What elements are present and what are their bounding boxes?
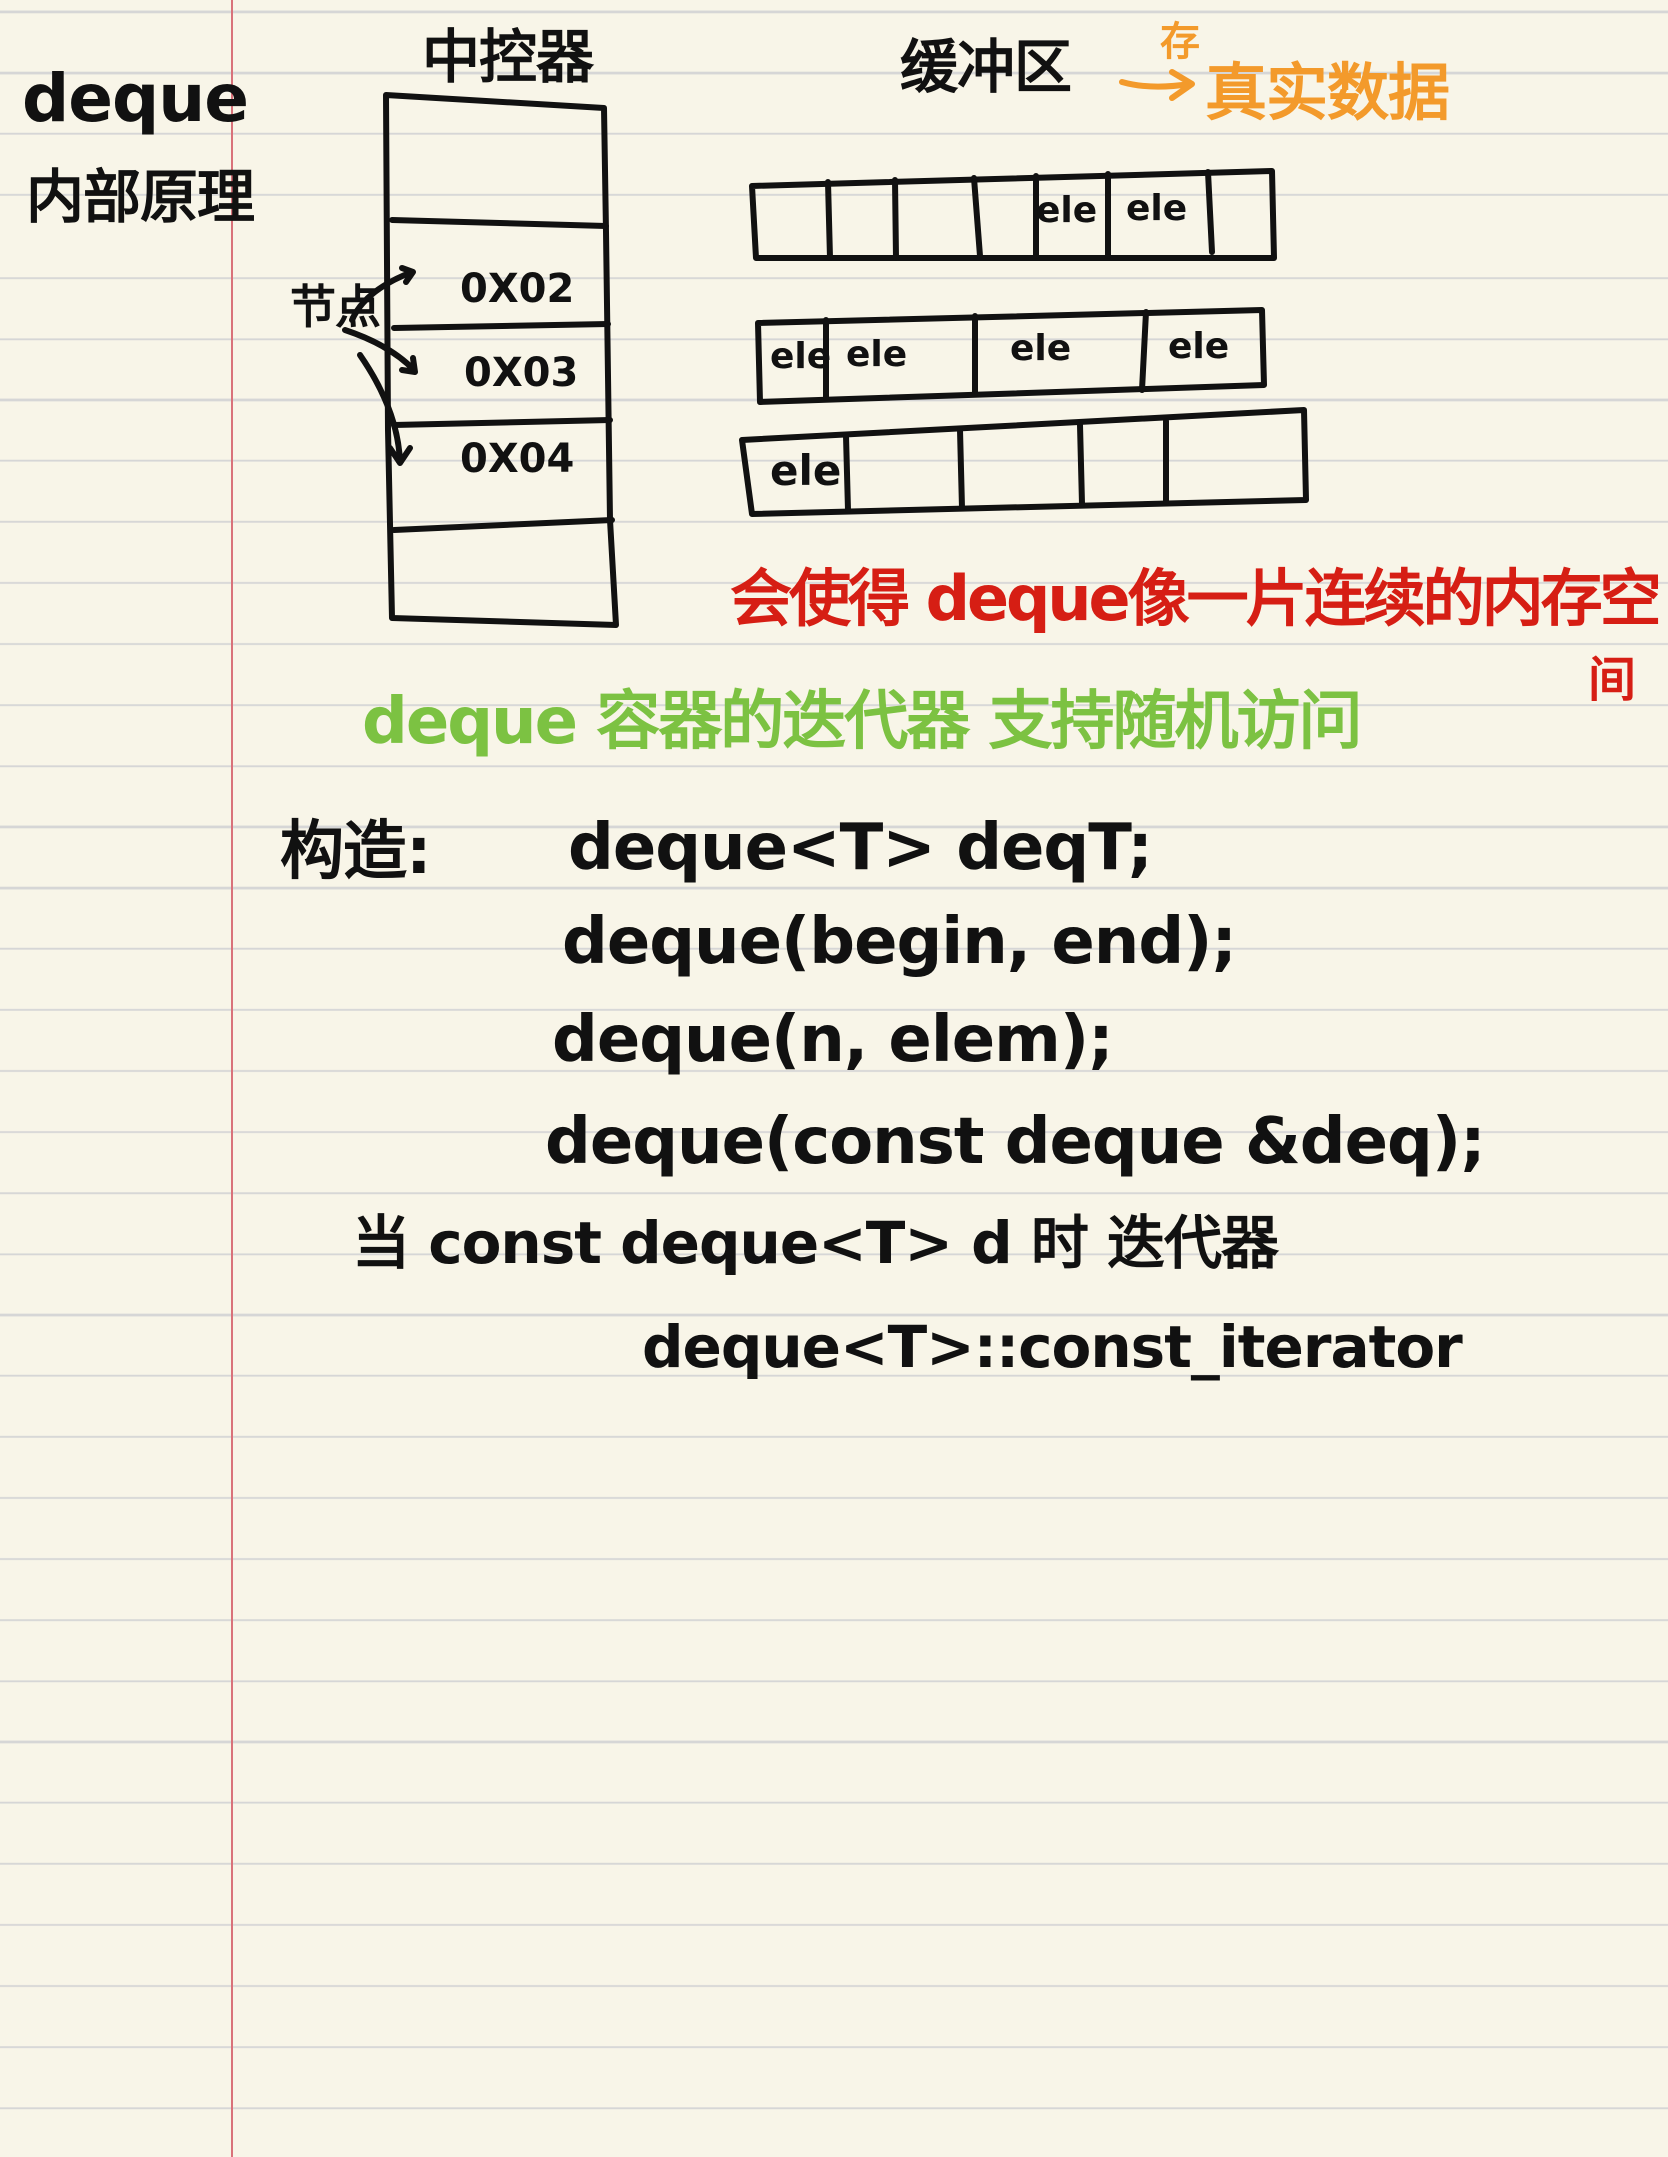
buffer-element: ele [1036, 190, 1098, 231]
constructor-line: deque<T> deqT; [568, 811, 1153, 885]
continuous-memory-note-end: 间 [1588, 652, 1636, 708]
controller-address: 0X03 [464, 350, 579, 396]
node-arrow [357, 352, 413, 466]
real-data-note: 真实数据 [1205, 56, 1450, 129]
controller-address: 0X04 [460, 436, 575, 482]
random-access-note: deque 容器的迭代器 支持随机访问 [362, 685, 1363, 759]
central-controller-label: 中控器 [422, 23, 594, 91]
deque-diagram [342, 69, 1309, 628]
buffer-element: ele [1010, 328, 1072, 369]
buffer-element: ele [1168, 326, 1230, 367]
constructor-line: deque(begin, end); [562, 905, 1237, 979]
buffer-row [749, 168, 1277, 261]
page-title: deque [22, 60, 249, 137]
buffer-element: ele [770, 336, 832, 377]
page-subtitle: 内部原理 [26, 163, 255, 231]
buffer-row [739, 407, 1309, 517]
buffer-label: 缓冲区 [900, 33, 1072, 101]
buffer-row [755, 307, 1267, 405]
buffer-element: ele [770, 446, 842, 495]
orange-arrow [1119, 69, 1195, 101]
controller-divider [391, 517, 615, 533]
buffer-element: ele [846, 334, 908, 375]
constructor-label: 构造: [280, 815, 432, 889]
controller-divider [389, 217, 609, 229]
controller-divider [391, 417, 613, 428]
controller-divider [391, 321, 611, 331]
controller-address: 0X02 [460, 266, 575, 312]
buffer-element: ele [1126, 188, 1188, 229]
constructor-line: deque(const deque &deq); [545, 1105, 1486, 1179]
node-arrow [342, 327, 418, 375]
const-iterator-type: deque<T>::const_iterator [642, 1313, 1463, 1381]
constructor-line: deque(n, elem); [552, 1003, 1114, 1077]
node-arrow [349, 265, 416, 323]
const-iterator-note: 当 const deque<T> d 时 迭代器 [352, 1209, 1279, 1277]
store-note: 存 [1160, 19, 1200, 65]
controller-column [383, 92, 619, 628]
notebook-margin-line [231, 0, 233, 2157]
continuous-memory-note: 会使得 deque像一片连续的内存空 [730, 562, 1662, 635]
node-label: 节点 [290, 280, 381, 334]
